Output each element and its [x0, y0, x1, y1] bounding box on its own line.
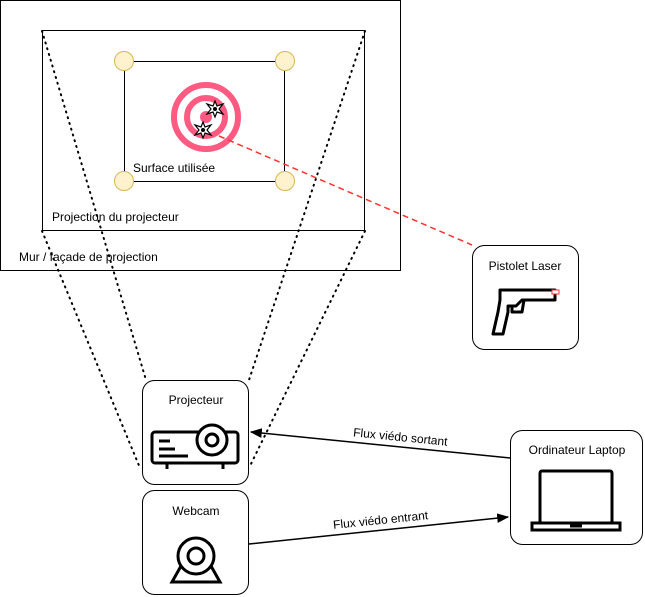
projection-cone: [41, 30, 366, 469]
used-surface-box[interactable]: [124, 61, 285, 182]
target-icon: [171, 82, 241, 152]
laptop-label: Ordinateur Laptop: [529, 443, 626, 457]
bullet-hole-icon: [193, 120, 213, 140]
corner-handle-top-left[interactable]: [114, 51, 134, 71]
wall-label: Mur / façade de projection: [19, 250, 158, 264]
pistol-icon: [491, 288, 557, 336]
projector-label: Projecteur: [169, 393, 224, 407]
laser-beam-line[interactable]: [218, 135, 473, 246]
corner-handle-bottom-right[interactable]: [275, 171, 295, 191]
projector-icon: [150, 423, 240, 469]
video-in-arrow[interactable]: [248, 513, 510, 545]
projection-label: Projection du projecteur: [52, 210, 179, 224]
laser-gun-node[interactable]: Pistolet Laser: [472, 245, 579, 350]
webcam-node[interactable]: Webcam: [142, 490, 249, 595]
corner-handles: [114, 51, 295, 191]
laser-gun-label: Pistolet Laser: [489, 259, 562, 273]
video-out-arrow[interactable]: [249, 428, 511, 459]
bullet-hole-icon: [205, 99, 225, 119]
corner-handle-bottom-left[interactable]: [114, 171, 134, 191]
corner-handle-top-right[interactable]: [275, 51, 295, 71]
surface-label: Surface utilisée: [133, 161, 215, 175]
laptop-icon: [530, 469, 622, 532]
laptop-node[interactable]: Ordinateur Laptop: [510, 430, 643, 545]
video-in-label: Flux viédo entrant: [332, 508, 429, 532]
video-out-label: Flux viédo sortant: [353, 425, 449, 448]
laser-emitter: [551, 289, 560, 295]
webcam-label: Webcam: [172, 504, 219, 518]
projector-node[interactable]: Projecteur: [142, 380, 249, 485]
webcam-icon: [169, 536, 223, 584]
